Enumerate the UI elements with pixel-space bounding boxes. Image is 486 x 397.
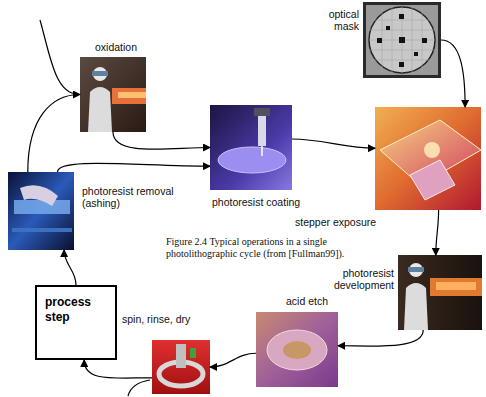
etch-wafer (267, 330, 327, 370)
photo-step: photoresist development (398, 255, 482, 330)
worker-visor (92, 71, 108, 76)
flow-arrow (210, 353, 256, 367)
worker-visor (408, 267, 424, 272)
furnace-glow (112, 88, 146, 104)
step-label: photoresist development (320, 267, 394, 291)
stepper-stage (410, 160, 455, 200)
flow-arrow (64, 250, 76, 285)
photo-ground (363, 2, 441, 78)
flow-arrow (113, 132, 210, 149)
developer-light (430, 278, 482, 296)
flow-arrow (441, 40, 465, 107)
flow-arrow (292, 139, 375, 148)
flow-arrow (436, 210, 439, 255)
flow-arrow (58, 163, 211, 172)
photo-ground (8, 172, 74, 250)
step-label: acid etch (286, 295, 328, 307)
photo-ground (80, 57, 146, 132)
flow-arrow (84, 360, 152, 378)
removal-photo (8, 172, 74, 250)
photo-ground (375, 107, 481, 210)
etch-spot (283, 341, 311, 359)
worker-head (93, 67, 107, 81)
mask-grid (369, 7, 435, 73)
mask-die (414, 52, 418, 56)
figure-caption: Figure 2.4 Typical operations in a singl… (166, 236, 371, 260)
worker-head (409, 263, 423, 277)
mask-die (399, 14, 404, 19)
process-box: process step (35, 285, 117, 360)
mask-die (422, 38, 427, 43)
spin-photo (152, 340, 210, 394)
mask-die (399, 37, 405, 43)
photo-step: photoresist removal (ashing) (8, 172, 74, 250)
stepper-photo (375, 107, 481, 210)
photo-step: acid etch (256, 312, 338, 387)
stepper-light (424, 142, 440, 158)
mask-die (399, 62, 404, 67)
flow-arrow (28, 95, 80, 173)
spin-arm (176, 344, 186, 368)
ashing-rail (12, 228, 72, 232)
coating-wafer (218, 147, 286, 173)
spin-indicator (190, 348, 196, 358)
step-label: spin, rinse, dry (122, 313, 190, 325)
mask-die (377, 38, 382, 43)
step-label: photoresist coating (212, 196, 300, 208)
developer-core (436, 282, 476, 290)
furnace-core (118, 92, 146, 98)
step-label: oxidation (95, 41, 137, 53)
photo-ground (256, 312, 338, 387)
optical-mask-photo (363, 2, 441, 78)
photo-step: oxidation (80, 57, 146, 132)
mask-die (386, 26, 390, 30)
coating-photo (210, 105, 292, 190)
mask-wafer (369, 7, 435, 73)
photo-step: optical mask (363, 2, 441, 78)
ashing-glow (14, 200, 70, 214)
step-label: stepper exposure (295, 216, 376, 228)
acid-etch-photo (256, 312, 338, 387)
flow-arrow (338, 330, 423, 346)
development-photo (398, 255, 482, 330)
worker-suit (404, 283, 428, 330)
photo-step: photoresist coating (210, 105, 292, 190)
oxidation-photo (80, 57, 146, 132)
gloved-hand (20, 185, 58, 206)
coating-head (254, 108, 270, 116)
step-label: photoresist removal (ashing) (82, 185, 174, 209)
resist-drop (261, 146, 263, 156)
photo-ground (210, 105, 292, 190)
box-label: process step (37, 287, 113, 333)
photo-ground (398, 255, 482, 330)
incoming-line (40, 20, 78, 94)
photo-step: spin, rinse, dry (152, 340, 210, 394)
mask-plate (366, 5, 438, 75)
step-label: optical mask (317, 8, 359, 32)
photo-step: stepper exposure (375, 107, 481, 210)
worker-suit (88, 87, 112, 132)
outgoing-line (128, 380, 150, 396)
photo-ground (152, 340, 210, 394)
